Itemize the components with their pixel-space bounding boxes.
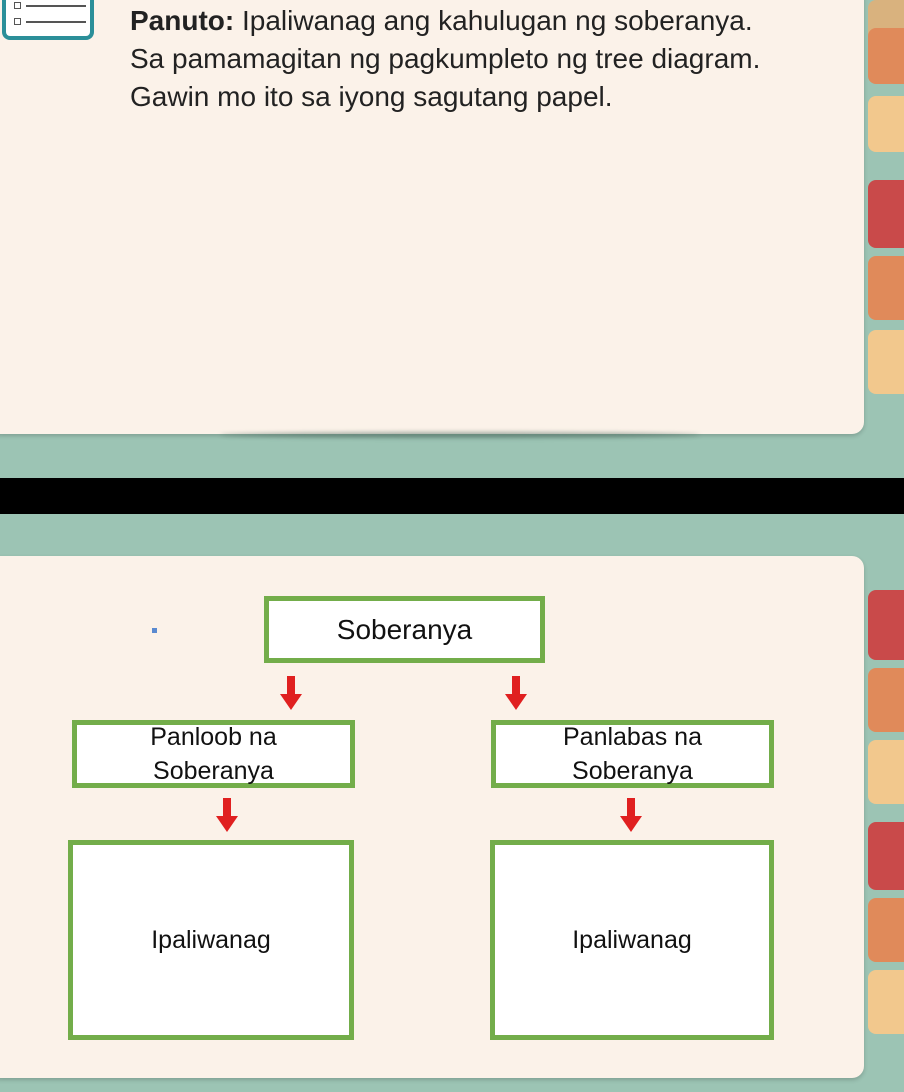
branch-node-label: Panlabas na Soberanya: [563, 720, 702, 788]
side-tab: [868, 96, 904, 152]
arrow-down-icon: [280, 676, 302, 710]
instruction-line-2: Sa pamamagitan ng pagkumpleto ng tree di…: [130, 43, 761, 74]
side-tab: [868, 590, 904, 660]
arrow-down-icon: [216, 798, 238, 832]
side-tab: [868, 970, 904, 1034]
bullet-dot: [152, 628, 157, 633]
explain-box-external[interactable]: Ipaliwanag: [490, 840, 774, 1040]
side-tab: [868, 668, 904, 732]
branch-node-label: Panloob na Soberanya: [150, 720, 277, 788]
side-tabs: [864, 0, 904, 1092]
branch-node-external: Panlabas na Soberanya: [491, 720, 774, 788]
instruction-line-1: Panuto: Ipaliwanag ang kahulugan ng sobe…: [130, 2, 760, 40]
arrow-down-icon: [505, 676, 527, 710]
instruction-label: Panuto:: [130, 5, 235, 36]
arrow-down-icon: [620, 798, 642, 832]
side-tab: [868, 180, 904, 248]
black-band: [0, 478, 904, 514]
instruction-text-1: Ipaliwanag ang kahulugan ng soberanya.: [242, 5, 753, 36]
side-tab: [868, 898, 904, 962]
instruction-line-3: Gawin mo ito sa iyong sagutang papel.: [130, 81, 613, 112]
branch-title-line-2: Soberanya: [572, 757, 693, 785]
side-tab: [868, 330, 904, 394]
instructions-card: [0, 0, 864, 434]
side-tab: [868, 822, 904, 890]
side-tab: [868, 28, 904, 84]
branch-title-line-1: Panloob na: [150, 723, 277, 751]
explain-box-label: Ipaliwanag: [151, 926, 271, 954]
instructions: Panuto: Ipaliwanag ang kahulugan ng sobe…: [130, 2, 760, 116]
checklist-icon: [2, 0, 94, 40]
card-shadow: [220, 432, 700, 438]
side-tab: [868, 256, 904, 320]
side-tab: [868, 740, 904, 804]
explain-box-label: Ipaliwanag: [572, 926, 692, 954]
branch-node-internal: Panloob na Soberanya: [72, 720, 355, 788]
root-node: Soberanya: [264, 596, 545, 663]
root-node-label: Soberanya: [336, 613, 473, 645]
explain-box-internal[interactable]: Ipaliwanag: [68, 840, 354, 1040]
branch-title-line-1: Panlabas na: [562, 723, 702, 751]
branch-title-line-2: Soberanya: [153, 757, 274, 785]
